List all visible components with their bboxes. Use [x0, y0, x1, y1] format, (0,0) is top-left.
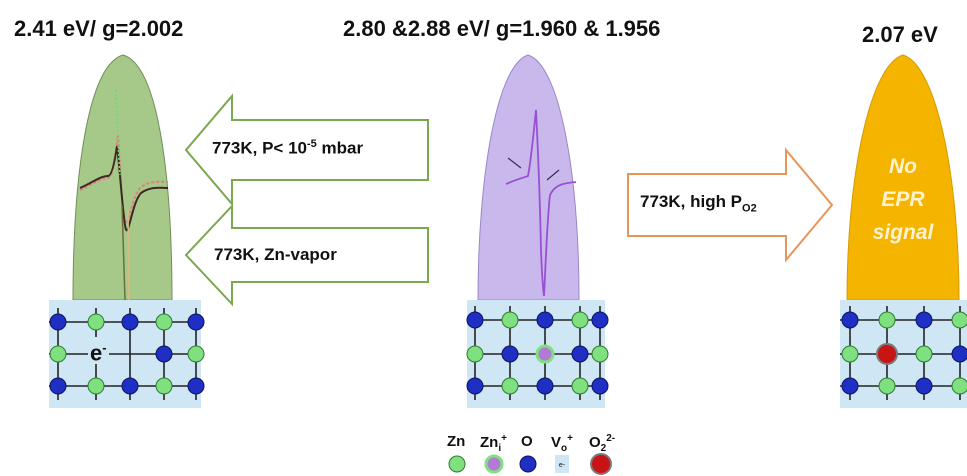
zn-atom	[951, 311, 967, 329]
legend-vo-label: Vo+	[551, 433, 573, 454]
zn-atom	[878, 311, 896, 329]
legend-zni-label: Zni+	[480, 433, 507, 454]
right-lattice	[840, 306, 967, 400]
zn-atom	[87, 377, 105, 395]
zn-atom	[878, 377, 896, 395]
arrow-left-bottom-label: 773K, Zn-vapor	[214, 245, 337, 264]
zn-atom	[155, 377, 173, 395]
middle-peak	[477, 54, 580, 301]
zn-atom	[466, 345, 484, 363]
o-atom	[121, 377, 139, 395]
left-lattice-electron-label: e-	[88, 337, 109, 365]
arrow-left-bottom	[184, 203, 429, 307]
right-peak	[846, 54, 960, 301]
arrow-left-top	[184, 93, 429, 207]
legend-zn-atom	[448, 455, 466, 473]
o-atom	[951, 345, 967, 363]
zn-atom	[87, 313, 105, 331]
o-atom	[915, 377, 933, 395]
o-atom	[536, 311, 554, 329]
o-atom	[841, 377, 859, 395]
o-atom	[571, 345, 589, 363]
o-atom	[121, 313, 139, 331]
middle-lattice	[466, 306, 609, 400]
legend-zni-atom	[484, 454, 504, 474]
o2-atom	[876, 343, 898, 365]
legend-o2-label: O22-	[589, 433, 616, 454]
o-atom	[915, 311, 933, 329]
o-atom	[536, 377, 554, 395]
o-atom	[501, 345, 519, 363]
o-atom	[466, 377, 484, 395]
legend-o-atom	[519, 455, 537, 473]
zn-atom	[501, 377, 519, 395]
zn-atom	[49, 345, 67, 363]
legend-o-label: O	[521, 433, 533, 450]
zn-atom	[571, 377, 589, 395]
arrow-right-label: 773K, high PO2	[640, 192, 757, 215]
legend-vo-site	[555, 455, 569, 473]
zn-atom	[915, 345, 933, 363]
no-epr-line2: EPR	[881, 188, 925, 211]
zn-atom	[951, 377, 967, 395]
o-atom	[591, 377, 609, 395]
o-atom	[187, 313, 205, 331]
left-peak	[72, 54, 173, 301]
o-atom	[591, 311, 609, 329]
o-atom	[155, 345, 173, 363]
legend-o2-atom	[590, 453, 612, 475]
o-atom	[466, 311, 484, 329]
o-atom	[49, 377, 67, 395]
arrow-left-top-label: 773K, P< 10-5 mbar	[212, 138, 364, 158]
legend-zn-label: Zn	[447, 433, 466, 450]
title-middle: 2.80 &2.88 eV/ g=1.960 & 1.956	[343, 16, 661, 41]
left-epr-spectrum	[79, 89, 169, 301]
zn-atom	[155, 313, 173, 331]
o-atom	[49, 313, 67, 331]
zn-atom	[591, 345, 609, 363]
zn-atom	[187, 345, 205, 363]
arrow-right	[627, 147, 834, 263]
left-lattice	[49, 308, 205, 400]
o-atom	[187, 377, 205, 395]
no-epr-line1: No	[889, 155, 917, 178]
title-right: 2.07 eV	[862, 22, 938, 47]
zni-atom	[535, 344, 555, 364]
legend-vo-electron: e-	[559, 462, 566, 469]
zn-atom	[571, 311, 589, 329]
no-epr-line3: signal	[872, 221, 934, 244]
o-atom	[841, 311, 859, 329]
title-left: 2.41 eV/ g=2.002	[14, 16, 184, 41]
zn-atom	[501, 311, 519, 329]
middle-epr-spectrum	[505, 109, 577, 297]
zn-atom	[841, 345, 859, 363]
